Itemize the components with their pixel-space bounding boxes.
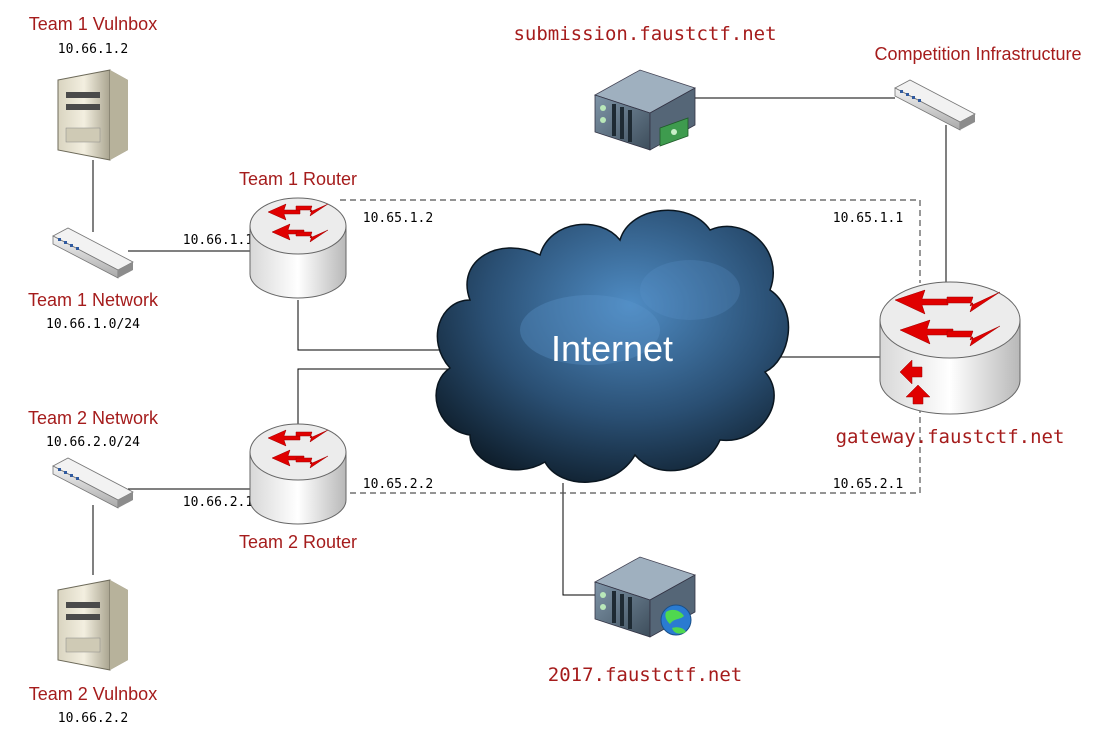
cloud-icon [435,209,790,483]
team1-vulnbox: Team 1 Vulnbox 10.66.1.2 [29,14,157,161]
gateway-ip-team2: 10.65.2.1 [833,477,903,492]
cloud-label: Internet [551,328,673,369]
internet-cloud: Internet [435,209,790,483]
team1-router-wan-ip: 10.65.1.2 [363,211,433,226]
pc-tower-icon [57,579,128,671]
submission-server: submission.faustctf.net [513,23,777,151]
switch-icon [52,227,134,279]
team2-router-lan-ip: 10.66.2.1 [183,495,253,510]
gateway-name: gateway.faustctf.net [836,426,1065,448]
switch-icon [52,457,134,509]
gateway-ip-team1: 10.65.1.1 [833,211,903,226]
team1-router-lan-ip: 10.66.1.1 [183,233,253,248]
team1-router: Team 1 Router 10.66.1.1 10.65.1.2 [183,169,433,299]
infrastructure-name: Competition Infrastructure [874,44,1081,64]
team1-router-name: Team 1 Router [239,169,357,189]
link-router2-internet [297,368,448,430]
router-icon [879,281,1021,415]
vpn-tunnel-team2 [340,406,921,494]
team2-router: Team 2 Router 10.66.2.1 10.65.2.2 [183,423,433,552]
gateway-router: 10.65.1.1 10.65.2.1 gateway.faustctf.net [833,211,1065,492]
team2-network-cidr: 10.66.2.0/24 [46,435,140,450]
router-icon [249,423,347,525]
team2-vulnbox-ip: 10.66.2.2 [58,711,128,726]
cloud-highlight [520,295,660,365]
team2-vulnbox-name: Team 2 Vulnbox [29,684,157,704]
vpn-tunnel-team1 [340,199,921,283]
link-router1-internet [297,300,448,351]
link-internet-website [562,483,598,596]
website-name: 2017.faustctf.net [548,664,742,686]
team1-vulnbox-ip: 10.66.1.2 [58,42,128,57]
website-server: 2017.faustctf.net [548,556,742,686]
connections [92,97,947,596]
switch-icon [894,79,976,131]
team2-network-name: Team 2 Network [28,408,159,428]
router-icon [249,197,347,299]
team2-switch: Team 2 Network 10.66.2.0/24 [28,408,159,509]
team2-router-name: Team 2 Router [239,532,357,552]
infrastructure-switch: Competition Infrastructure [874,44,1082,131]
pc-tower-icon [57,69,128,161]
team2-router-wan-ip: 10.65.2.2 [363,477,433,492]
submission-server-name: submission.faustctf.net [513,23,776,45]
team1-switch: Team 1 Network 10.66.1.0/24 [28,227,159,332]
team1-vulnbox-name: Team 1 Vulnbox [29,14,157,34]
team1-network-name: Team 1 Network [28,290,159,310]
team1-network-cidr: 10.66.1.0/24 [46,317,140,332]
nic-card-icon [659,117,689,147]
team2-vulnbox: Team 2 Vulnbox 10.66.2.2 [29,579,157,726]
globe-icon [660,604,692,636]
cloud-highlight-2 [640,260,740,320]
